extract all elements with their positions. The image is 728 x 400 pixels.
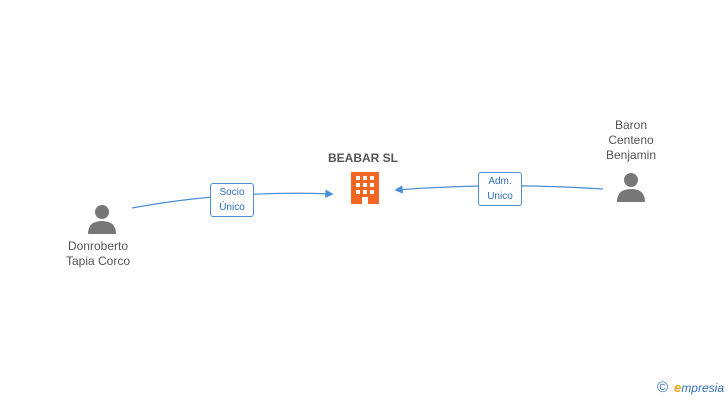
company-name[interactable]: BEABAR SL	[327, 151, 398, 165]
person-name-right[interactable]: Baron Centeno Benjamin	[605, 118, 657, 162]
brand-name: mpresia	[681, 380, 724, 395]
person-icon[interactable]	[88, 205, 116, 234]
relation-badge-socio-unico: Socio Único	[210, 183, 254, 217]
copyright-icon: ©	[657, 379, 669, 396]
building-icon[interactable]	[351, 172, 379, 204]
brand-initial: e	[674, 380, 682, 395]
person-icon[interactable]	[617, 173, 645, 202]
person-name-left[interactable]: Donroberto Tapia Corco	[65, 239, 131, 268]
relation-badge-adm-unico: Adm. Unico	[478, 172, 522, 206]
empresia-logo[interactable]: © e mpresia	[657, 379, 724, 396]
